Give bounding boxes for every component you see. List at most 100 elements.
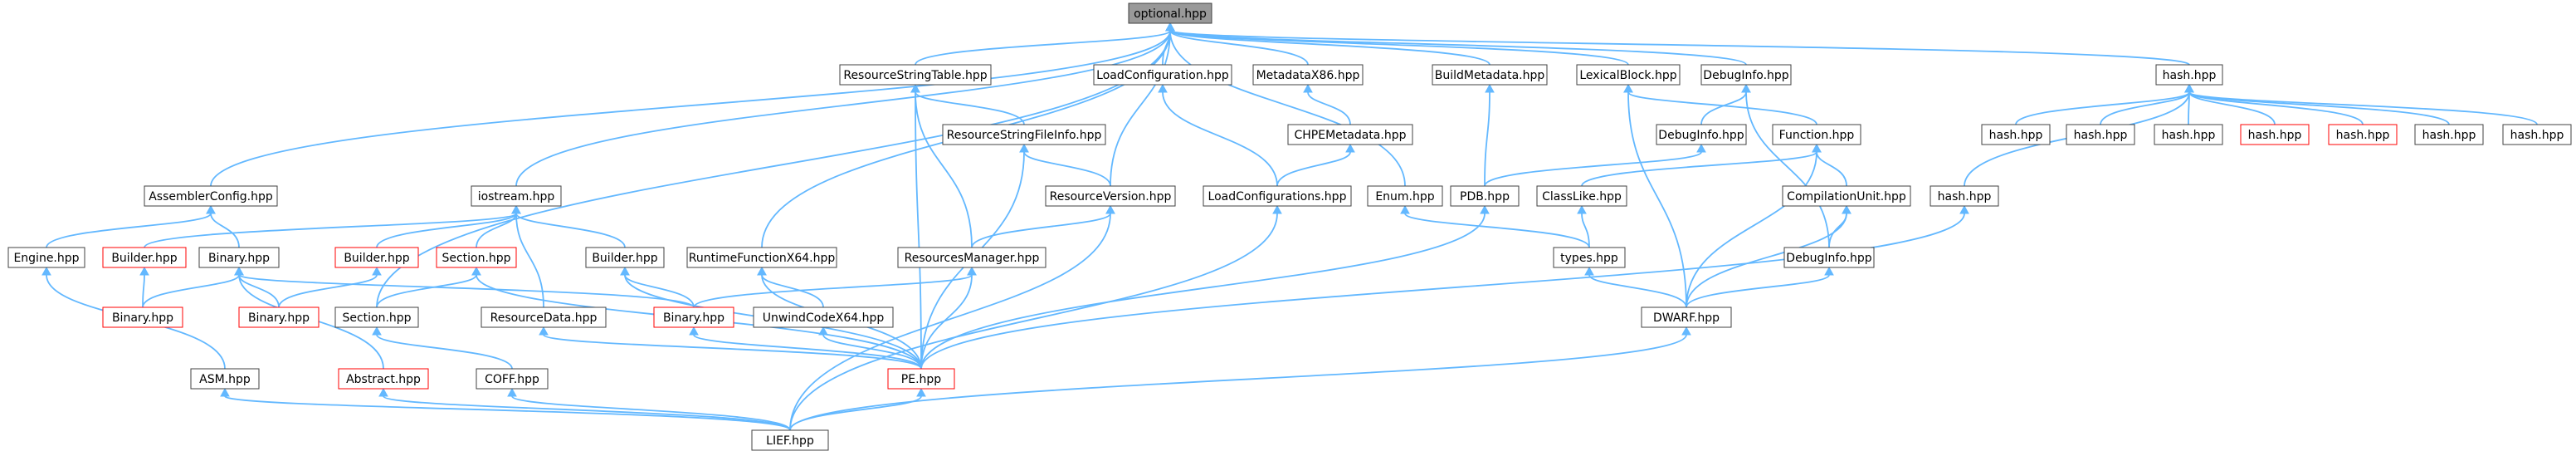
node-rsfileinfo[interactable]: ResourceStringFileInfo.hpp [942,124,1106,145]
node-box [334,247,419,268]
node-compunit[interactable]: CompilationUnit.hpp [1782,185,1911,207]
node-box [2066,124,2135,145]
node-box [2155,64,2223,86]
node-unwindx64[interactable]: UnwindCodeX64.hpp [753,306,894,328]
node-hash1[interactable]: hash.hpp [1981,124,2051,145]
dependency-edge [971,204,1115,248]
node-section2[interactable]: Section.hpp [334,306,419,328]
node-box [1450,185,1520,207]
node-binary3[interactable]: Binary.hpp [238,306,320,328]
node-binary4[interactable]: Binary.hpp [653,306,734,328]
node-box [2154,124,2223,145]
node-box [1252,64,1364,86]
node-binary2[interactable]: Binary.hpp [102,306,183,328]
node-debuginfo2[interactable]: DebugInfo.hpp [1656,124,1747,145]
node-box [1367,185,1443,207]
node-box [334,306,419,328]
node-label: LIEF.hpp [766,434,814,448]
node-lexblock[interactable]: LexicalBlock.hpp [1576,64,1681,86]
node-hashmid[interactable]: hash.hpp [1930,185,1999,207]
node-label: Binary.hpp [112,311,173,325]
dependency-edge [910,83,922,370]
node-label: Section.hpp [442,252,510,265]
node-hash2[interactable]: hash.hpp [2066,124,2135,145]
node-box [471,185,562,207]
node-asm[interactable]: ASM.hpp [190,368,260,390]
dependency-edge [144,204,521,248]
node-box [338,368,429,390]
node-enum[interactable]: Enum.hpp [1367,185,1443,207]
node-assemblercfg[interactable]: AssemblerConfig.hpp [144,185,278,207]
node-hash5[interactable]: hash.hpp [2328,124,2398,145]
dependency-edge [1686,204,1852,308]
node-label: CHPEMetadata.hpp [1295,129,1407,142]
node-hash6[interactable]: hash.hpp [2414,124,2484,145]
node-debuginfo1[interactable]: DebugInfo.hpp [1700,64,1792,86]
node-box [942,124,1106,145]
node-debuginfo3[interactable]: DebugInfo.hpp [1783,247,1875,268]
dependency-edge [693,266,977,308]
node-label: hash.hpp [1938,190,1992,203]
dependency-edge [689,326,922,370]
dependency-edge [507,387,791,431]
node-resversion[interactable]: ResourceVersion.hpp [1045,185,1176,207]
node-box [198,247,280,268]
dependency-edge [142,266,244,308]
node-resmgr[interactable]: ResourcesManager.hpp [897,247,1046,268]
node-hash7[interactable]: hash.hpp [2502,124,2572,145]
node-builder3[interactable]: Builder.hpp [585,247,665,268]
node-optional[interactable]: optional.hpp [1128,2,1212,24]
node-label: ResourceData.hpp [490,311,598,325]
node-label: Abstract.hpp [346,373,421,386]
node-label: Binary.hpp [208,252,270,265]
node-function[interactable]: Function.hpp [1772,124,1861,145]
node-label: ASM.hpp [199,373,251,386]
dependency-edge [1484,143,1706,187]
node-label: Builder.hpp [111,252,177,265]
node-loadconfigs[interactable]: LoadConfigurations.hpp [1203,185,1352,207]
node-section1[interactable]: Section.hpp [436,247,517,268]
dependency-edge [139,266,149,308]
dependency-edge [1623,83,1817,125]
node-abstract[interactable]: Abstract.hpp [338,368,429,390]
node-metadatax86[interactable]: MetadataX86.hpp [1252,64,1364,86]
node-dwarf[interactable]: DWARF.hpp [1641,306,1732,328]
node-label: UnwindCodeX64.hpp [763,311,885,325]
dependency-edge [1158,83,1278,187]
node-label: optional.hpp [1134,7,1207,21]
node-label: hash.hpp [1989,129,2043,142]
node-label: ClassLike.hpp [1542,190,1622,203]
node-label: PE.hpp [901,373,941,386]
node-loadconfig[interactable]: LoadConfiguration.hpp [1093,64,1232,86]
node-classlike[interactable]: ClassLike.hpp [1536,185,1627,207]
node-rtfx64[interactable]: RuntimeFunctionX64.hpp [686,247,837,268]
node-builder1[interactable]: Builder.hpp [102,247,187,268]
dependency-edge [1577,204,1590,248]
node-resdata[interactable]: ResourceData.hpp [481,306,607,328]
node-pdb[interactable]: PDB.hpp [1450,185,1520,207]
node-label: DebugInfo.hpp [1658,129,1744,142]
node-chpemeta[interactable]: CHPEMetadata.hpp [1287,124,1413,145]
node-label: DebugInfo.hpp [1786,252,1872,265]
dependency-edge [1584,266,1687,308]
node-buildmeta[interactable]: BuildMetadata.hpp [1432,64,1548,86]
node-label: hash.hpp [2422,129,2476,142]
node-label: PDB.hpp [1460,190,1510,203]
node-box [2240,124,2310,145]
node-lief[interactable]: LIEF.hpp [751,429,829,451]
node-rstable[interactable]: ResourceStringTable.hpp [839,64,992,86]
node-coff[interactable]: COFF.hpp [476,368,549,390]
node-hash4[interactable]: hash.hpp [2240,124,2310,145]
node-engine[interactable]: Engine.hpp [7,247,85,268]
node-label: hash.hpp [2248,129,2302,142]
node-builder2[interactable]: Builder.hpp [334,247,419,268]
node-iostream[interactable]: iostream.hpp [471,185,562,207]
dependency-edge [789,204,1282,431]
node-binary1[interactable]: Binary.hpp [198,247,280,268]
node-hashtop[interactable]: hash.hpp [2155,64,2223,86]
node-box [481,306,607,328]
node-label: ResourcesManager.hpp [905,252,1040,265]
node-types[interactable]: types.hpp [1553,247,1626,268]
node-hash3[interactable]: hash.hpp [2154,124,2223,145]
node-pe[interactable]: PE.hpp [887,368,955,390]
